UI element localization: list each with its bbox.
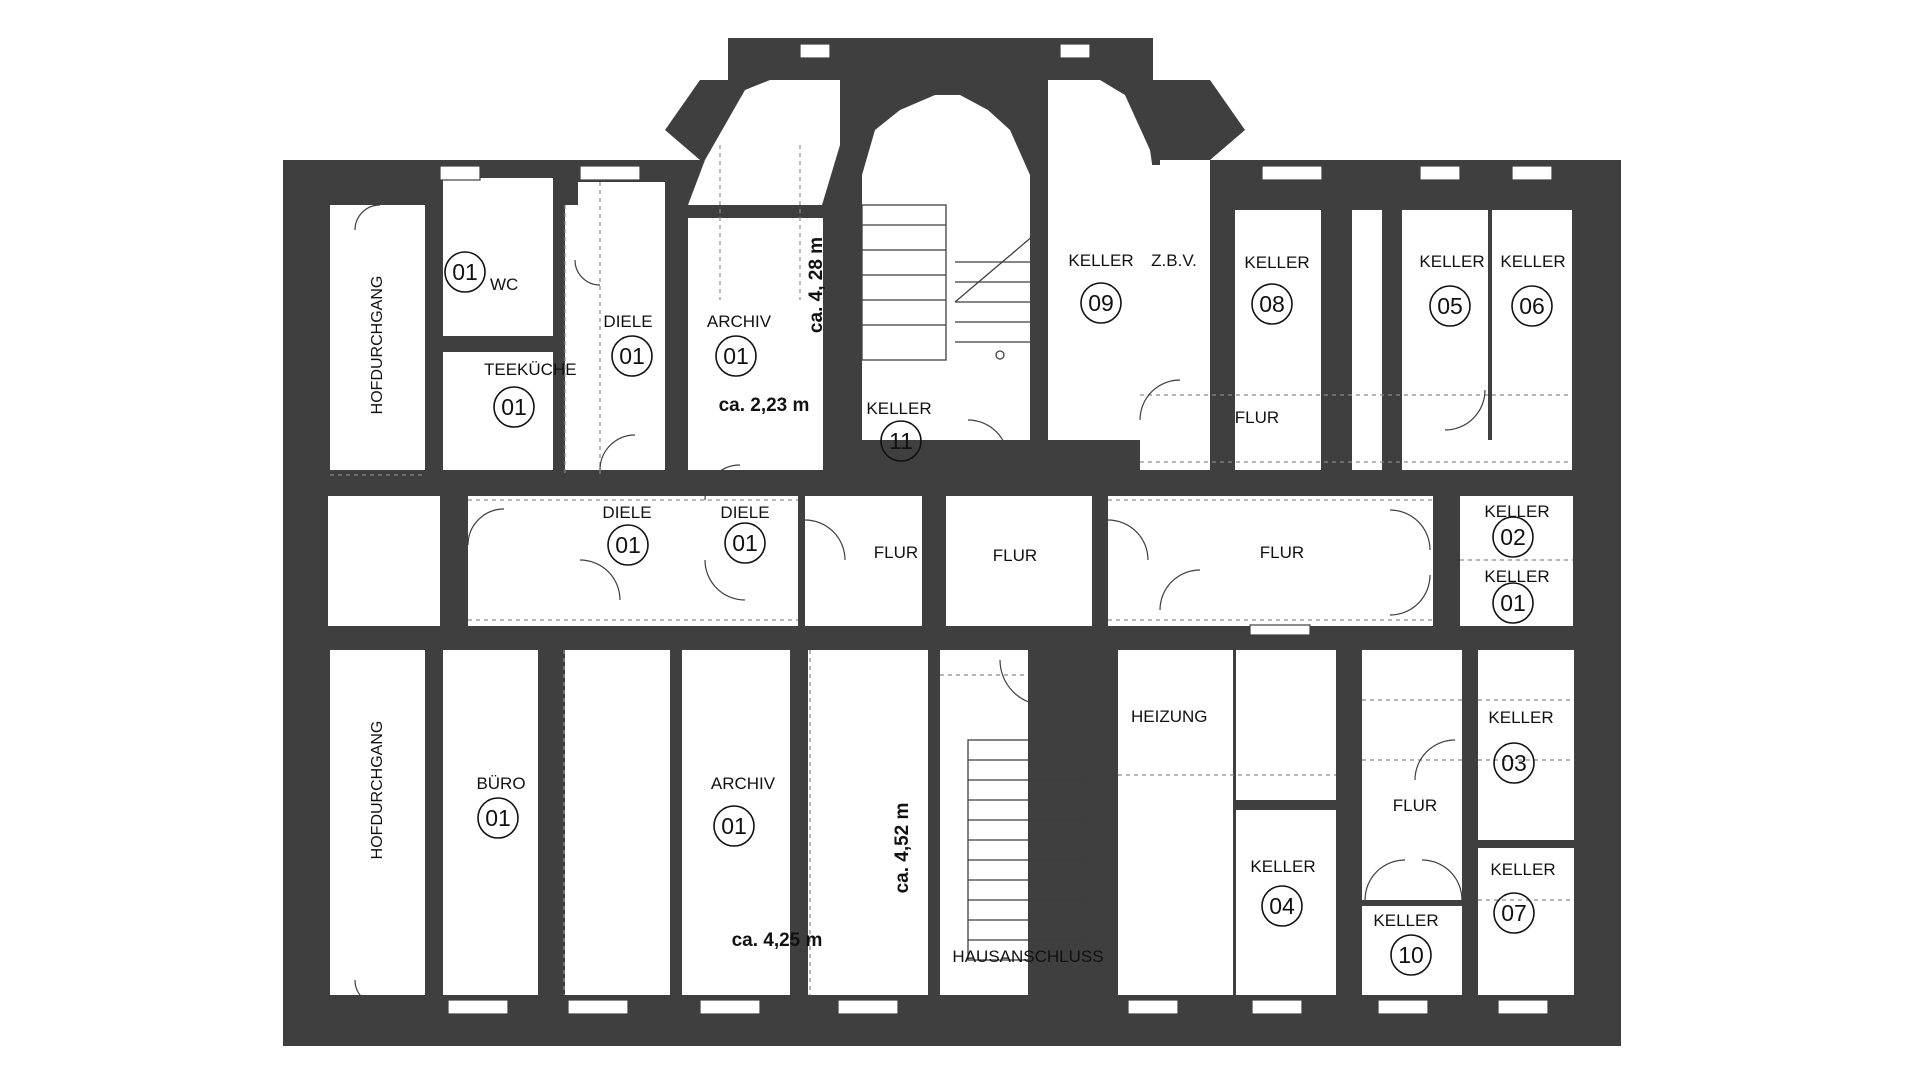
room-label-keller-10: KELLER bbox=[1373, 911, 1438, 930]
room-label-hofdurchgang-bottom: HOFDURCHGANG bbox=[369, 721, 386, 860]
room-number-diele-mid-right: 01 bbox=[732, 530, 758, 556]
room-number-keller-02: 02 bbox=[1500, 524, 1526, 550]
room-labels: HOFDURCHGANG WC 01 TEEKÜCHE 01 DIELE 01 … bbox=[369, 251, 1566, 976]
room-number-keller-01: 01 bbox=[1500, 590, 1526, 616]
room-number-archiv-upper: 01 bbox=[723, 343, 749, 369]
doors bbox=[354, 204, 1486, 1006]
room-label-keller-08: KELLER bbox=[1244, 253, 1309, 272]
room-label-diele-mid-right: DIELE bbox=[720, 503, 769, 522]
room-number-diele-mid-left: 01 bbox=[615, 532, 641, 558]
stairs bbox=[861, 204, 1089, 961]
room-label-keller-03: KELLER bbox=[1488, 708, 1553, 727]
room-label-buero: BÜRO bbox=[476, 774, 525, 793]
room-label-keller-02: KELLER bbox=[1484, 502, 1549, 521]
room-number-buero: 01 bbox=[485, 805, 511, 831]
windows bbox=[439, 43, 1553, 1015]
dimension-archiv-lower-width: ca. 4,25 m bbox=[732, 930, 823, 951]
room-label-hofdurchgang-top: HOFDURCHGANG bbox=[369, 276, 386, 415]
interior-walls bbox=[283, 130, 1621, 995]
room-label-diele-mid-left: DIELE bbox=[602, 503, 651, 522]
room-label-wc: WC bbox=[490, 275, 518, 294]
room-interiors bbox=[328, 80, 1574, 995]
room-number-teekueche: 01 bbox=[501, 394, 527, 420]
room-label-keller-04: KELLER bbox=[1250, 857, 1315, 876]
room-label-keller-06: KELLER bbox=[1500, 252, 1565, 271]
room-number-keller-10: 10 bbox=[1398, 942, 1424, 968]
room-label-keller-07: KELLER bbox=[1490, 860, 1555, 879]
room-number-wc: 01 bbox=[452, 259, 478, 285]
room-label-zbv: Z.B.V. bbox=[1151, 251, 1197, 270]
room-number-diele-upper: 01 bbox=[619, 343, 645, 369]
dimension-archiv-lower-height: ca. 4,52 m bbox=[892, 803, 913, 894]
room-number-keller-03: 03 bbox=[1501, 750, 1527, 776]
room-number-keller-11: 11 bbox=[889, 428, 913, 454]
room-label-keller-11: KELLER bbox=[866, 399, 931, 418]
room-number-keller-08: 08 bbox=[1259, 291, 1285, 317]
room-number-keller-05: 05 bbox=[1437, 293, 1463, 319]
room-label-flur-upper-right: FLUR bbox=[1235, 408, 1279, 427]
room-label-flur-mid-2: FLUR bbox=[993, 546, 1037, 565]
room-number-keller-07: 07 bbox=[1501, 900, 1527, 926]
room-number-archiv-lower: 01 bbox=[721, 813, 747, 839]
room-label-teekueche: TEEKÜCHE bbox=[484, 360, 577, 379]
room-number-keller-06: 06 bbox=[1519, 293, 1545, 319]
room-label-diele-upper: DIELE bbox=[603, 312, 652, 331]
dimension-archiv-upper-width: ca. 2,23 m bbox=[719, 395, 810, 416]
room-label-flur-lower-right: FLUR bbox=[1393, 796, 1437, 815]
dashed-lines bbox=[330, 145, 1574, 995]
dimension-labels: ca. 4, 28 m ca. 2,23 m ca. 4,52 m ca. 4,… bbox=[719, 237, 913, 951]
room-label-archiv-lower: ARCHIV bbox=[711, 774, 776, 793]
room-number-keller-04: 04 bbox=[1269, 893, 1295, 919]
room-number-keller-09: 09 bbox=[1088, 290, 1114, 316]
room-label-flur-mid-3: FLUR bbox=[1260, 543, 1304, 562]
room-label-keller-09: KELLER bbox=[1068, 251, 1133, 270]
room-label-heizung: HEIZUNG bbox=[1131, 707, 1208, 726]
dimension-archiv-upper-height: ca. 4, 28 m bbox=[806, 237, 827, 333]
room-label-archiv-upper: ARCHIV bbox=[707, 312, 772, 331]
room-label-hausanschluss: HAUSANSCHLUSS bbox=[952, 947, 1103, 966]
room-label-flur-mid-1: FLUR bbox=[874, 543, 918, 562]
room-label-keller-01: KELLER bbox=[1484, 567, 1549, 586]
room-label-keller-05: KELLER bbox=[1419, 252, 1484, 271]
